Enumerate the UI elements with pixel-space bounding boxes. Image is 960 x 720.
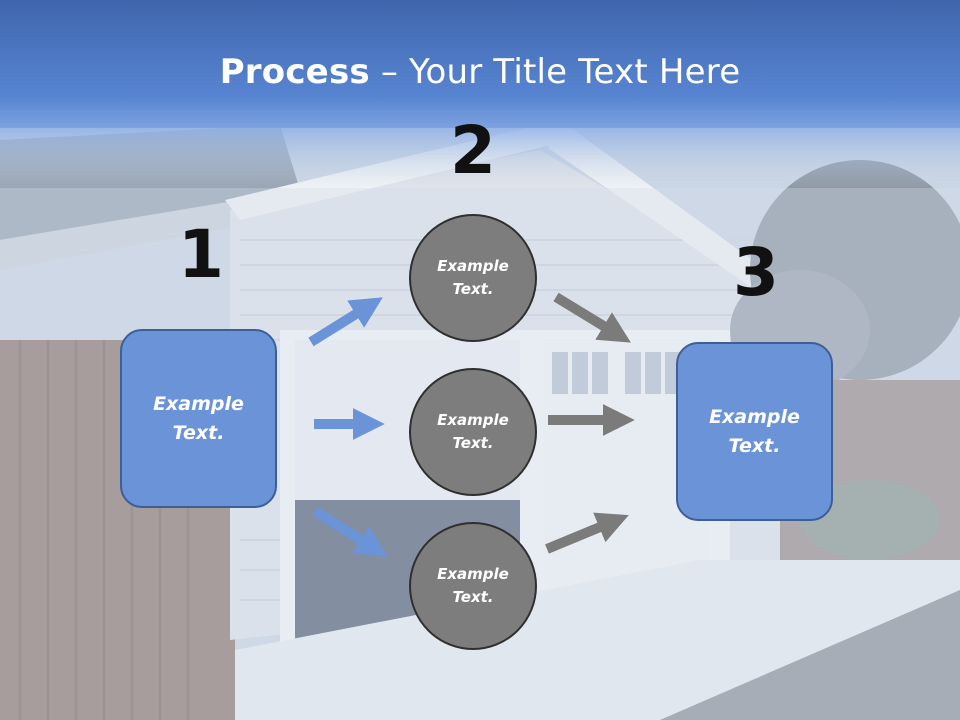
step-3-box: Example Text. (676, 342, 833, 521)
step-number-1: 1 (178, 216, 224, 293)
step-1-box-line1: Example (153, 392, 244, 415)
step-3-box-line2: Text. (728, 434, 781, 457)
circle-top-line1: Example (437, 257, 509, 275)
step-2-circle-bottom: Example Text. (409, 522, 537, 650)
circle-bottom-line1: Example (437, 565, 509, 583)
step-1-box: Example Text. (120, 329, 277, 508)
circle-bottom-line2: Text. (452, 588, 494, 606)
title-bold: Process (219, 52, 370, 92)
step-2-circle-middle: Example Text. (409, 368, 537, 496)
step-number-2: 2 (450, 112, 496, 189)
circle-middle-line1: Example (437, 411, 509, 429)
arrow-blue-up-right (308, 297, 383, 347)
title-rest: – Your Title Text Here (369, 52, 741, 92)
arrow-gray-down-right (553, 292, 631, 343)
step-number-3: 3 (733, 234, 779, 311)
step-1-box-line2: Text. (172, 421, 225, 444)
circle-top-line2: Text. (452, 280, 494, 298)
step-2-circle-top: Example Text. (409, 214, 537, 342)
slide-title: Process – Your Title Text Here (0, 52, 960, 92)
arrow-gray-up-right (545, 512, 629, 554)
step-3-box-line1: Example (709, 405, 800, 428)
arrow-blue-down-right (312, 506, 388, 557)
circle-middle-line2: Text. (452, 434, 494, 452)
